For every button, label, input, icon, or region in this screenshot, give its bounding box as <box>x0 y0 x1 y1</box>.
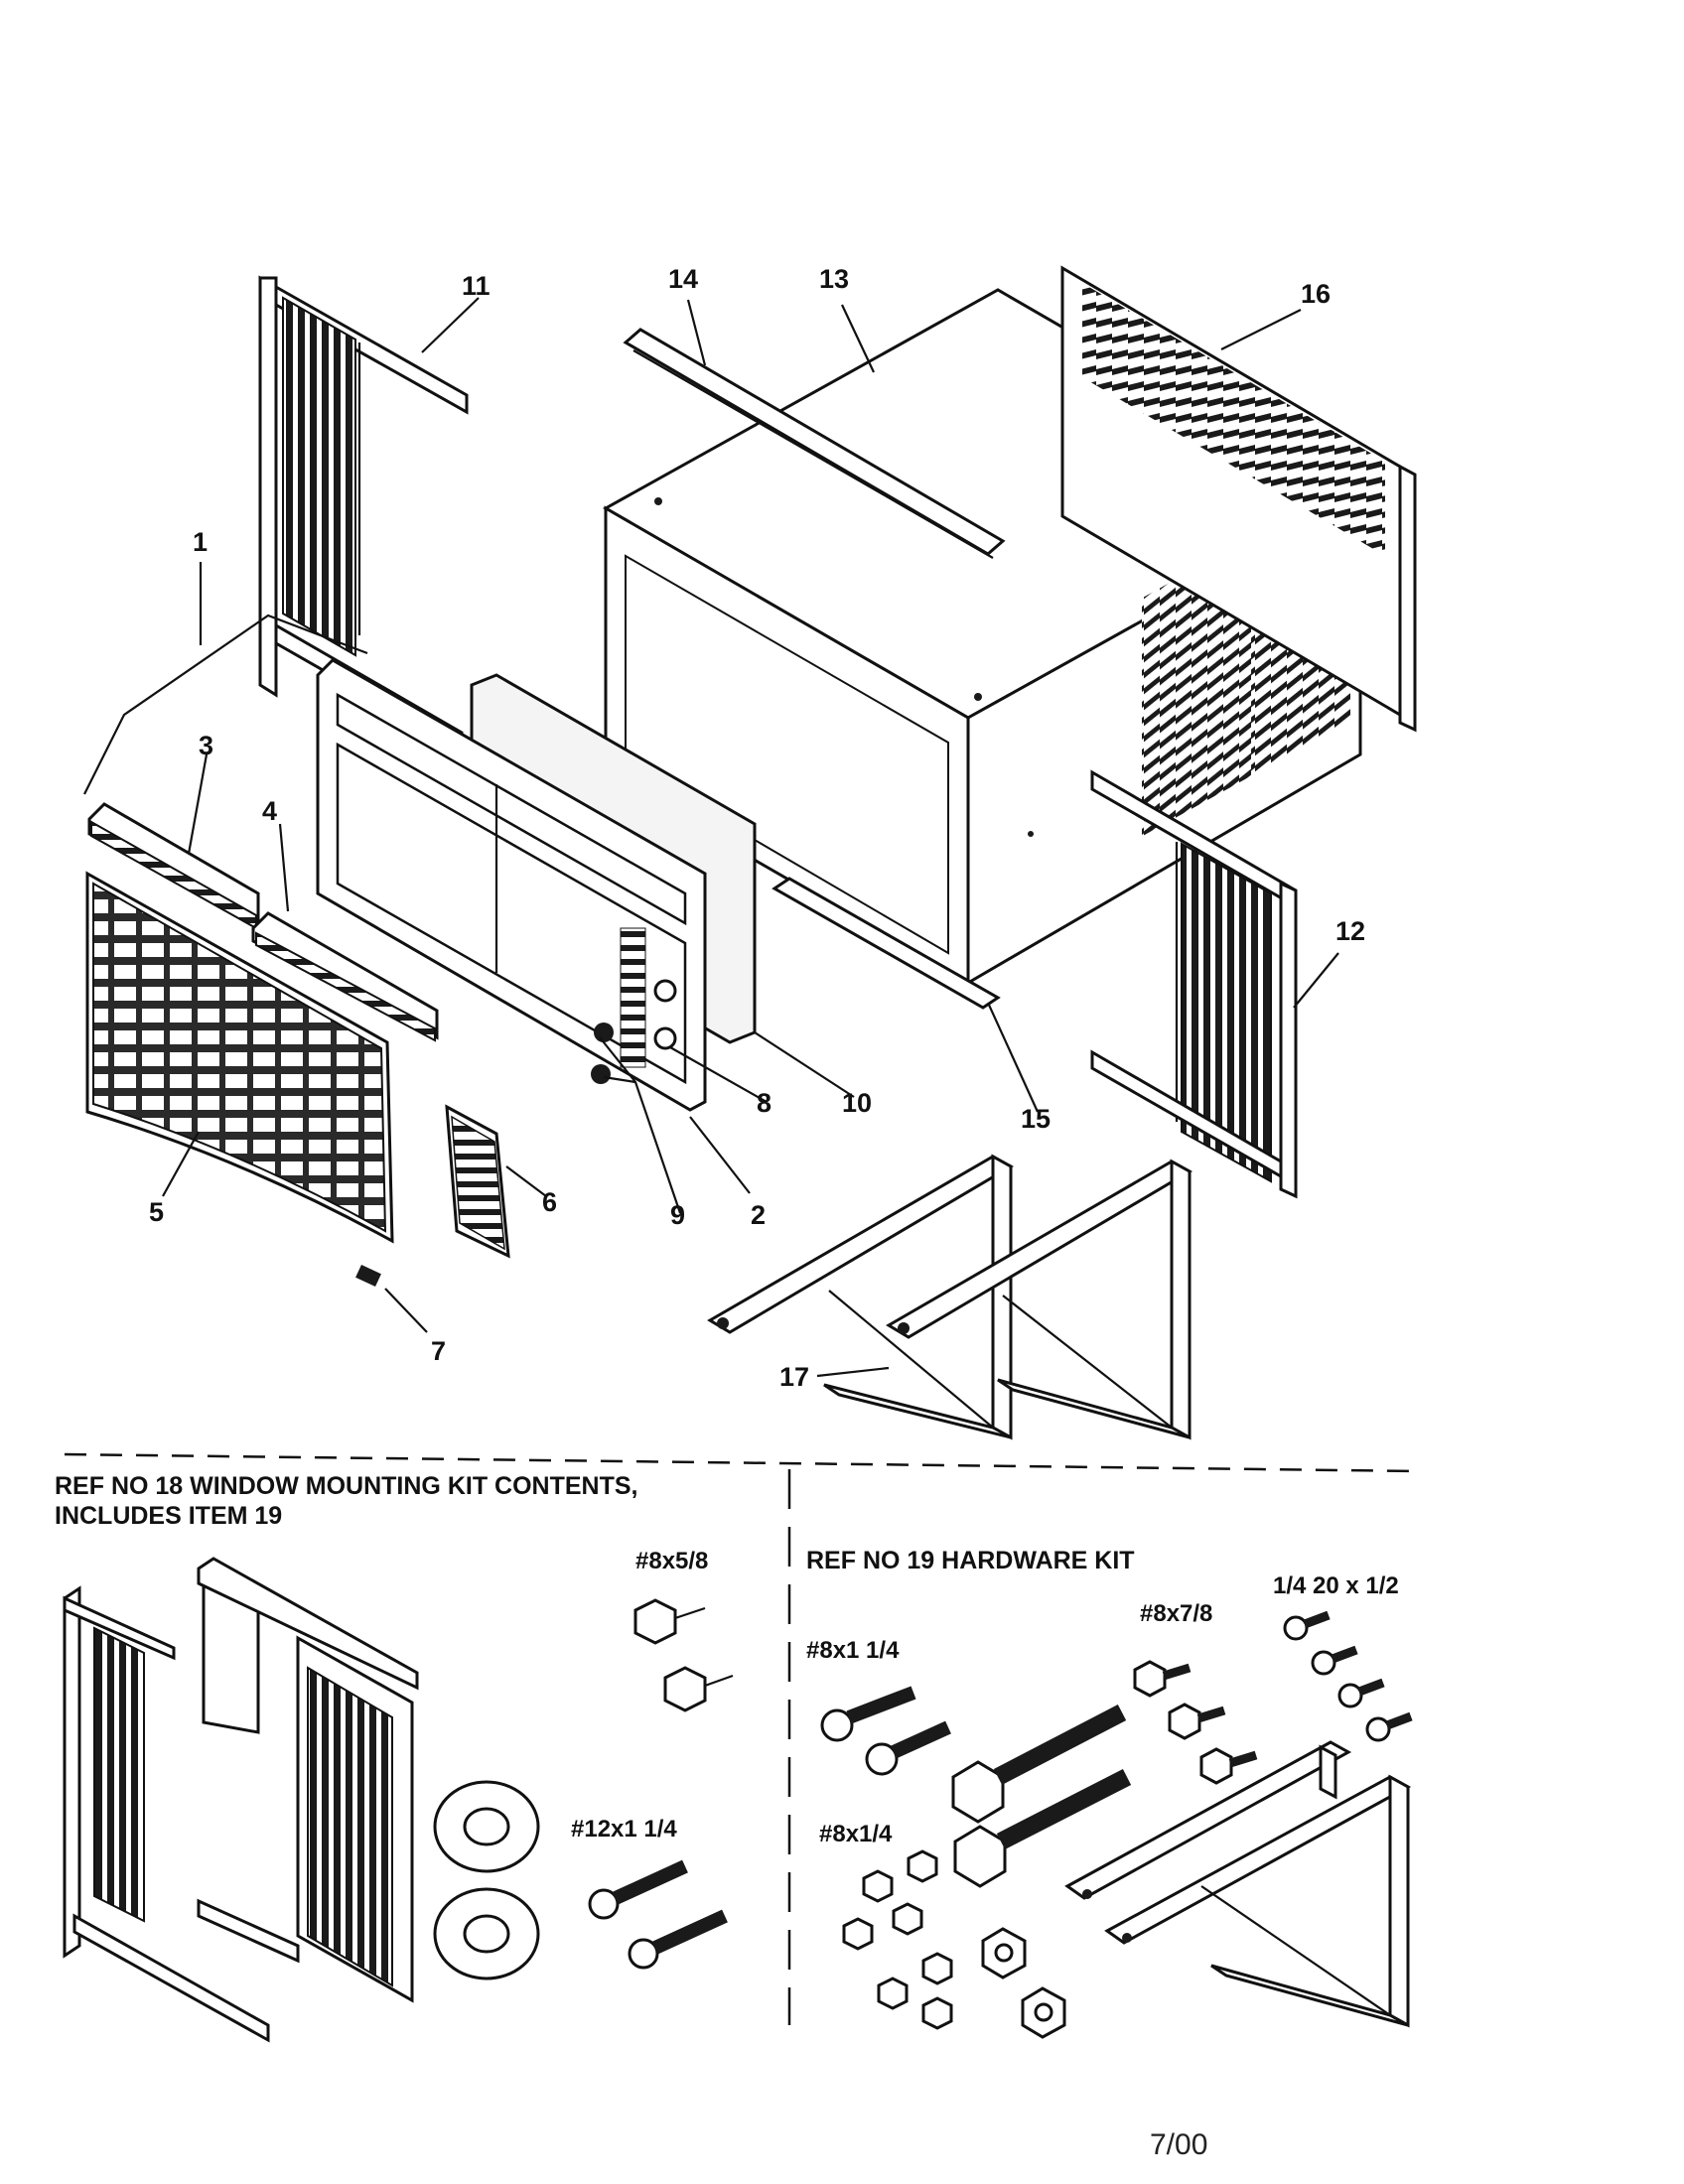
left-side-panel-part-11 <box>258 275 469 752</box>
callout-16: 16 <box>1301 279 1331 309</box>
kit19-screw-b-label: #8x7/8 <box>1140 1600 1212 1627</box>
kit19-screws-8x1-4 <box>842 1849 953 2030</box>
kit19-screws-8x1-1-4 <box>820 1686 951 1776</box>
callout-11: 11 <box>462 271 491 301</box>
kit19-screw-d-label: #8x1/4 <box>819 1821 893 1847</box>
front-frame-part-2 <box>316 658 707 1112</box>
kit-divider <box>64 1452 1421 2025</box>
callout-2: 2 <box>751 1200 766 1230</box>
kit18-screw-b-label: #12x1 1/4 <box>571 1816 677 1843</box>
kit18-side-panel-left <box>63 1576 270 2043</box>
callout-5: 5 <box>149 1197 164 1227</box>
clip-part-7 <box>355 1265 381 1287</box>
kit19-title: REF NO 19 HARDWARE KIT <box>806 1547 1135 1574</box>
callout-labels: 1 2 3 4 5 6 7 8 9 10 11 12 13 14 15 16 1… <box>149 264 1365 1392</box>
callout-7: 7 <box>431 1336 446 1366</box>
kit18-screw-a-label: #8x5/8 <box>635 1548 708 1574</box>
right-side-panel-part-12 <box>1090 769 1298 1199</box>
revision-date: 7/00 <box>1150 2128 1207 2161</box>
kit18-title-line1: REF NO 18 WINDOW MOUNTING KIT CONTENTS, <box>55 1472 638 1500</box>
top-rail-part-14 <box>623 328 1006 559</box>
callout-9: 9 <box>670 1200 685 1230</box>
callout-17: 17 <box>779 1362 809 1392</box>
kit18-side-panel-right <box>197 1635 414 2003</box>
kit19-screw-a-label: #8x1 1/4 <box>806 1637 900 1664</box>
front-grille-part-5 <box>85 871 394 1244</box>
callout-12: 12 <box>1335 916 1365 946</box>
kit19-screw-c-label: 1/4 20 x 1/2 <box>1273 1572 1399 1599</box>
callout-13: 13 <box>819 264 849 294</box>
callout-14: 14 <box>668 264 698 294</box>
kit18-seal-rings <box>433 1780 540 1980</box>
side-grille-part-6 <box>445 1104 510 1259</box>
callout-8: 8 <box>757 1088 772 1118</box>
kit19-screws-8x7-8 <box>1133 1660 1258 1785</box>
rear-grille-part-16 <box>1060 265 1417 733</box>
kit18-screws-8x5-8 <box>633 1598 734 1712</box>
support-brackets-part-17 <box>707 1154 1193 1440</box>
kit18-screws-12x1-1-4 <box>588 1859 728 1970</box>
callout-6: 6 <box>542 1187 557 1217</box>
callout-10: 10 <box>842 1088 872 1118</box>
kit19-bracket <box>1064 1740 1412 2028</box>
leader-lines <box>83 297 1339 1378</box>
upper-louver-part-3 <box>87 802 260 930</box>
knobs-part-9 <box>591 1023 614 1084</box>
kit19-bolts <box>951 1705 1132 1888</box>
kit18-title-line2: INCLUDES ITEM 19 <box>55 1502 282 1530</box>
bottom-rail-part-15 <box>772 877 1001 1010</box>
callout-15: 15 <box>1021 1104 1051 1134</box>
lower-louver-part-4 <box>251 911 439 1042</box>
callout-1: 1 <box>193 527 208 557</box>
callout-3: 3 <box>199 731 213 760</box>
kit19-nuts <box>981 1927 1066 2039</box>
callout-4: 4 <box>262 796 277 826</box>
kit19-screws-1-4-20 <box>1283 1610 1413 1742</box>
kit18-rail-top <box>197 1557 419 1691</box>
